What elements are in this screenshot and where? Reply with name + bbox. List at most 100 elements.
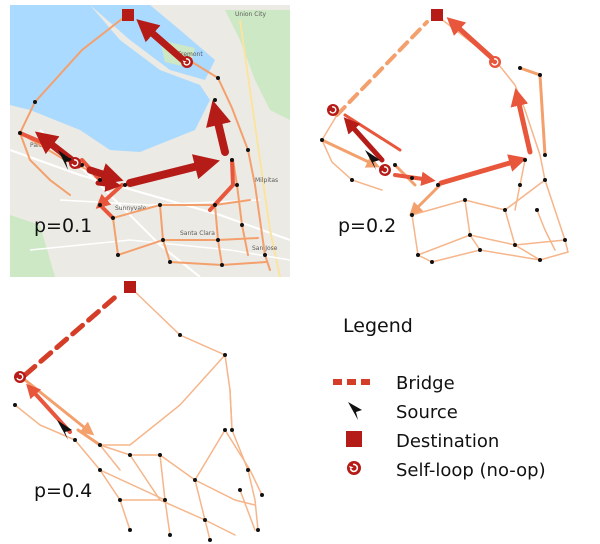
node [238,488,242,492]
node [518,66,522,70]
selfloop-marker [489,56,501,68]
legend-item-destination: Destination [396,431,499,452]
thin-edges [18,14,271,271]
node [543,178,547,182]
node [246,148,250,152]
selfloop-marker [327,104,339,116]
node [208,538,212,542]
node [416,253,420,257]
node [543,153,547,157]
node [203,518,207,522]
node [168,533,172,537]
legend-selfloop-icon [347,461,361,475]
source-marker [58,150,72,170]
node [538,258,542,262]
node [230,158,234,162]
node [128,453,132,457]
node [518,183,522,187]
source-marker [365,150,380,170]
node [523,158,527,162]
node [410,176,414,180]
node [123,183,127,187]
node [128,528,132,532]
node [350,178,354,182]
node [223,353,227,357]
node [178,333,182,337]
panel-label-p2: p=0.2 [338,215,396,237]
map-label-fremont: Fremont [178,51,203,58]
node [478,248,482,252]
node [240,223,244,227]
node [260,493,264,497]
node [256,528,260,532]
node [73,438,77,442]
node [98,468,102,472]
graph-edges-p4 [14,286,263,541]
light-edges [320,66,547,216]
selfloop-marker [181,56,193,68]
node [98,203,102,207]
node [158,453,162,457]
node [246,468,250,472]
node [235,183,239,187]
node [538,73,542,77]
legend: Legend Bridge Source Destination Self-lo… [333,315,546,481]
legend-title: Legend [343,315,413,337]
selfloop-marker [379,164,391,176]
node [98,178,102,182]
node [410,213,414,217]
graph-nodes-p4 [13,333,264,542]
selfloop-marker [69,157,81,169]
node [98,443,102,447]
panel-label-p4: p=0.4 [34,480,92,502]
graph-edges-p1 [18,14,271,271]
legend-item-selfloop: Self-loop (no-op) [396,460,546,481]
node [463,198,467,202]
node [18,131,22,135]
panel-label-p1: p=0.1 [34,215,92,237]
map-label-milpitas: Milpitas [255,177,278,184]
node [513,243,517,247]
legend-item-bridge: Bridge [396,373,455,394]
node [535,208,539,212]
graph-nodes-p1 [18,76,267,267]
destination-marker [124,281,136,293]
node [80,163,84,167]
map-label-union-city: Union City [235,11,266,18]
node [393,163,397,167]
node [223,428,227,432]
selfloop-marker [14,371,26,383]
node [216,76,220,80]
legend-destination-icon [346,431,362,447]
destination-marker [122,9,134,21]
node [33,100,37,104]
panel-p2: p=0.2 [320,9,569,264]
node [220,263,224,267]
node [263,253,267,257]
node [216,238,220,242]
node [213,203,217,207]
destination-marker [431,9,443,21]
thin-edges [321,14,569,263]
node [213,98,217,102]
panel-p4: p=0.4 [13,281,264,542]
map-label-sunnyvale: Sunnyvale [115,205,147,212]
node [111,216,115,220]
strong-edges [343,117,385,163]
panel-p1: Fremont Palo Alto Santa Clara San Jose M… [9,5,291,278]
bridge-edge [335,20,429,117]
node [13,403,17,407]
node [116,253,120,257]
node [430,260,434,264]
node [436,183,440,187]
node [468,233,472,237]
node [168,260,172,264]
node [320,138,324,142]
bridge-edge [22,290,123,378]
thin-edges [14,286,263,541]
map-label-santa-clara: Santa Clara [180,230,215,237]
legend-item-source: Source [396,402,458,423]
graph-nodes-p2 [320,66,567,264]
node [163,498,167,502]
